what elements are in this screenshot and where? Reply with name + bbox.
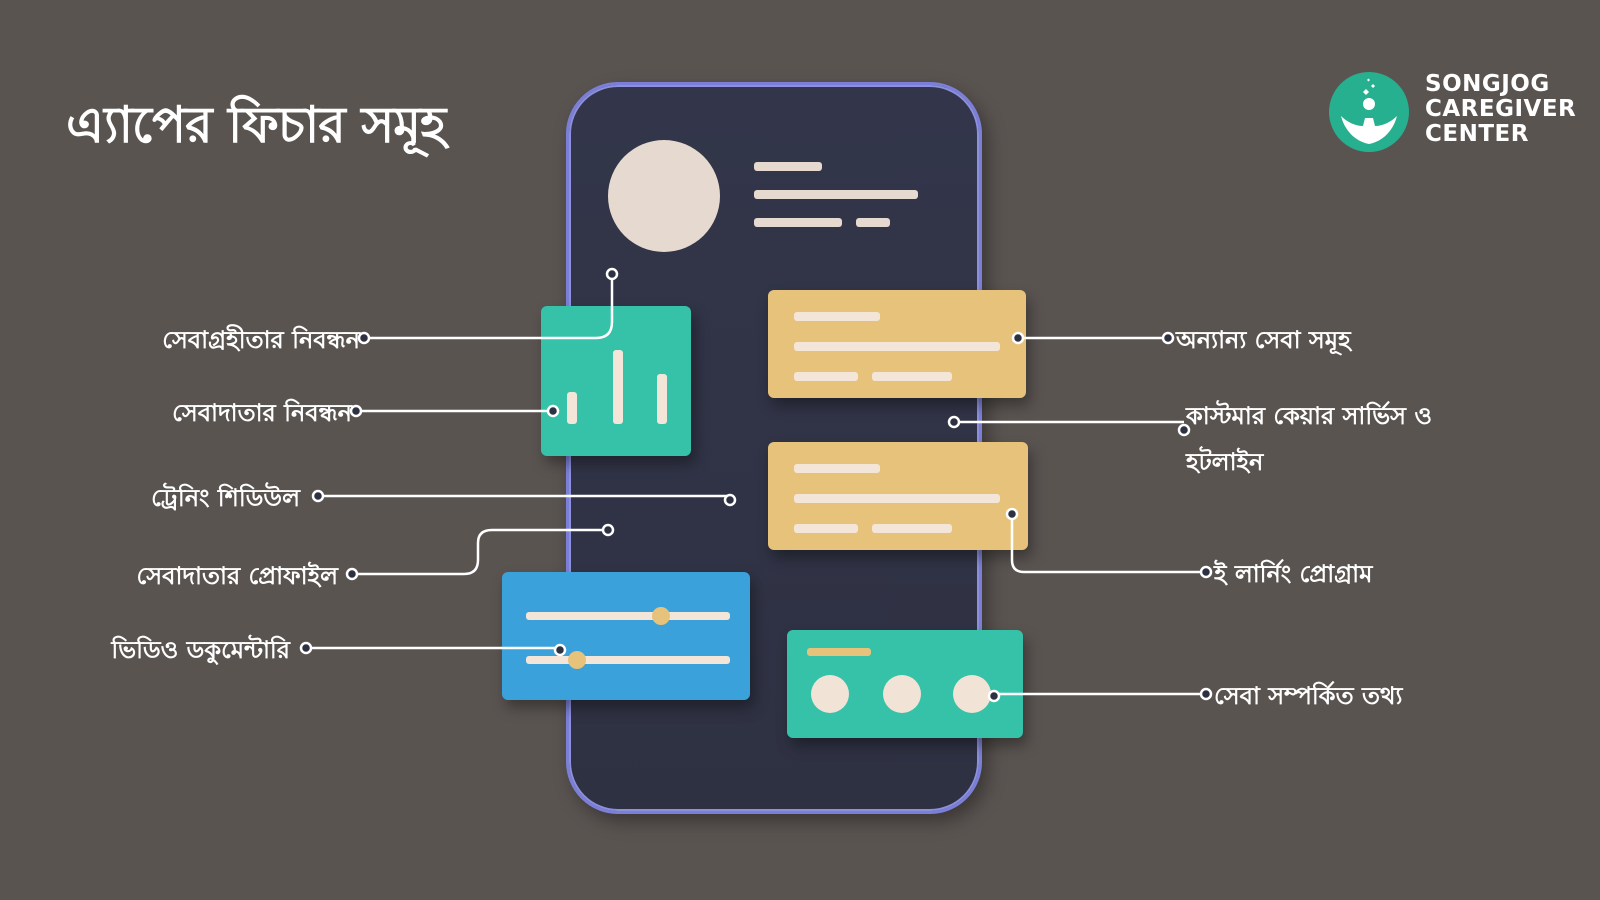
feature-label-client-registration: সেবাগ্রহীতার নিবন্ধন: [162, 326, 360, 354]
feature-label-e-learning: ই লার্নিং প্রোগ্রাম: [1214, 560, 1373, 588]
card-line: [794, 342, 1000, 351]
brand-name: SONGJOG CAREGIVER CENTER: [1425, 72, 1576, 147]
chart-bar: [567, 392, 577, 424]
option-dot: [811, 675, 849, 713]
list-card-bottom: [768, 442, 1028, 550]
chart-bar: [657, 374, 667, 424]
list-card-top: [768, 290, 1026, 398]
card-accent-line: [807, 648, 871, 656]
profile-line: [856, 218, 890, 227]
brand-line-3: CENTER: [1425, 121, 1529, 147]
brand-line-2: CAREGIVER: [1425, 96, 1577, 122]
slider-knob[interactable]: [651, 607, 670, 625]
slider-knob[interactable]: [568, 651, 586, 669]
card-line: [794, 464, 880, 473]
feature-label-video-documentary: ভিডিও ডকুমেন্টারি: [111, 636, 290, 664]
feature-label-other-services: অন্যান্য সেবা সমূহ: [1176, 326, 1351, 354]
profile-line: [754, 218, 842, 227]
card-line: [872, 524, 952, 533]
feature-label-service-info: সেবা সম্পর্কিত তথ্য: [1214, 682, 1403, 710]
option-dot: [883, 675, 921, 713]
profile-line: [754, 162, 822, 171]
songjog-logo-icon: [1327, 70, 1411, 158]
card-line: [794, 312, 880, 321]
profile-line: [754, 190, 918, 199]
card-line: [794, 494, 1000, 503]
chart-card: [541, 306, 691, 456]
avatar-circle: [608, 140, 720, 252]
brand-line-1: SONGJOG: [1425, 71, 1550, 97]
chart-bar: [613, 350, 623, 424]
slider-track[interactable]: [526, 612, 730, 620]
option-dot: [953, 675, 991, 713]
options-card: [787, 630, 1023, 738]
card-line: [794, 524, 858, 533]
feature-label-customer-care: কাস্টমার কেয়ার সার্ভিস ও: [1186, 402, 1432, 430]
page-title: এ্যাপের ফিচার সমূহ: [66, 96, 446, 154]
card-line: [872, 372, 952, 381]
slider-card: [502, 572, 750, 700]
feature-label-training-schedule: ট্রেনিং শিডিউল: [151, 484, 300, 512]
feature-label-hotline: হটলাইন: [1186, 448, 1264, 476]
feature-label-provider-registration: সেবাদাতার নিবন্ধন: [172, 399, 352, 427]
slider-track[interactable]: [526, 656, 730, 664]
card-line: [794, 372, 858, 381]
feature-label-provider-profile: সেবাদাতার প্রোফাইল: [136, 562, 338, 590]
